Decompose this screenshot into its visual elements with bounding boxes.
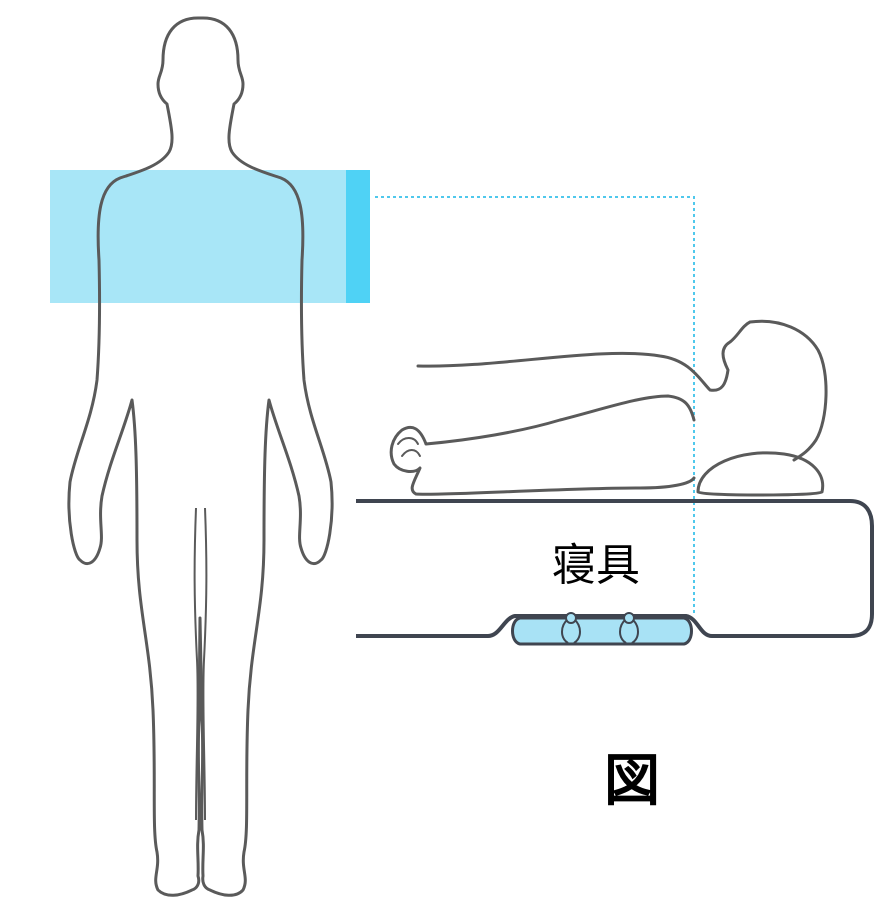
dotted-guide-line [375, 197, 694, 616]
reclining-human-figure [391, 321, 826, 495]
figure-label: 図 [604, 749, 660, 814]
highlight-band-edge [346, 170, 370, 303]
standing-human-figure [69, 18, 332, 895]
right-leg-inner-line [203, 508, 206, 820]
support-pad-knot-left [566, 613, 576, 623]
support-pads [513, 613, 692, 644]
support-pad-row [513, 618, 692, 644]
bedding-label: 寝具 [552, 540, 640, 591]
support-pad-knot-right [624, 613, 634, 623]
reclining-arm-line [391, 396, 694, 494]
reclining-body-upper-line [418, 321, 826, 460]
pillow [698, 453, 823, 495]
reclining-hand-fingers [398, 438, 420, 456]
left-leg-inner-line [195, 508, 198, 820]
